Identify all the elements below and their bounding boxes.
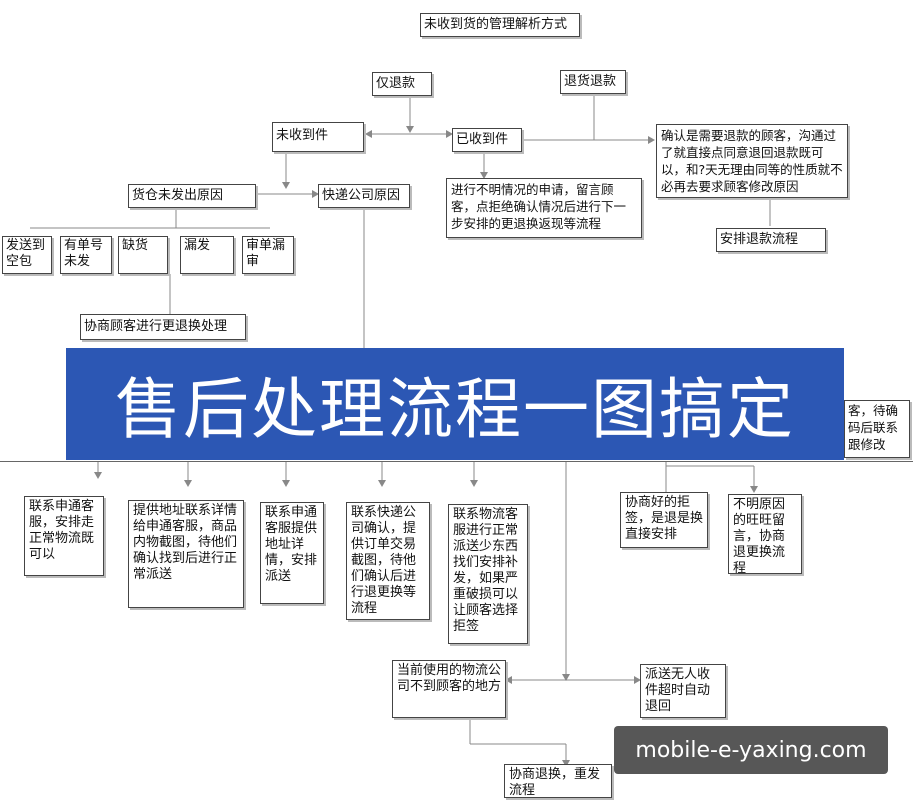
node-carrier-unreachable: 当前使用的物流公司不到顾客的地方 xyxy=(392,660,506,718)
node-missed-shipment: 漏发 xyxy=(180,236,234,274)
node-contact-logistics: 联系物流客服进行正常派送少东西找们安排补发，如果严重破损可以让顾客选择拒签 xyxy=(448,504,528,644)
node-only-refund: 仅退款 xyxy=(372,72,432,96)
node-negotiate-resend: 协商退换，重发流程 xyxy=(504,764,612,798)
watermark: mobile-e-yaxing.com xyxy=(614,726,888,774)
node-contact-cs-normal: 联系申通客服，安排走正常物流既可以 xyxy=(24,496,104,576)
banner-title: 售后处理流程一图搞定 xyxy=(66,348,844,460)
node-right-partial: 客，待确码后联系跟修改 xyxy=(844,400,910,458)
node-return-refund: 退货退款 xyxy=(560,70,626,94)
node-confirm-refund: 确认是需要退款的顾客，沟通过了就直接点同意退回退款既可以，和?天无理由同等的性质… xyxy=(656,124,848,198)
node-tracking-not-sent: 有单号未发 xyxy=(60,236,112,274)
node-no-receiver: 派送无人收件超时自动退回 xyxy=(640,664,726,718)
node-warehouse-not-shipped: 货仓未发出原因 xyxy=(128,184,256,208)
node-unclear-reason: 不明原因的旺旺留言，协商退更换流程 xyxy=(728,494,802,574)
node-courier-reason: 快递公司原因 xyxy=(318,184,410,208)
node-review-missed: 审单漏审 xyxy=(242,236,294,274)
node-arrange-refund: 安排退款流程 xyxy=(716,228,826,252)
divider-line xyxy=(0,461,913,462)
node-negotiate-reject: 协商好的拒签，是退是换直接安排 xyxy=(620,492,708,548)
node-unclear-request: 进行不明情况的申请，留言顾客，点拒绝确认情况后进行下一步安排的更退换返现等流程 xyxy=(446,178,642,238)
chart-title: 未收到货的管理解析方式 xyxy=(420,13,580,37)
node-contact-cs-resend: 联系申通客服提供地址详情，安排派送 xyxy=(260,502,324,604)
node-contact-courier: 联系快递公司确认，提供订单交易截图，待他们确认后进行退更换等流程 xyxy=(346,502,430,620)
node-received: 已收到件 xyxy=(452,128,522,152)
node-empty-package: 发送到空包 xyxy=(2,236,52,274)
node-provide-address: 提供地址联系详情给申通客服，商品内物截图，待他们确认找到后进行正常派送 xyxy=(128,500,244,608)
node-not-received: 未收到件 xyxy=(272,122,364,152)
node-out-of-stock: 缺货 xyxy=(118,236,168,274)
node-negotiate-exchange: 协商顾客进行更退换处理 xyxy=(80,314,246,340)
